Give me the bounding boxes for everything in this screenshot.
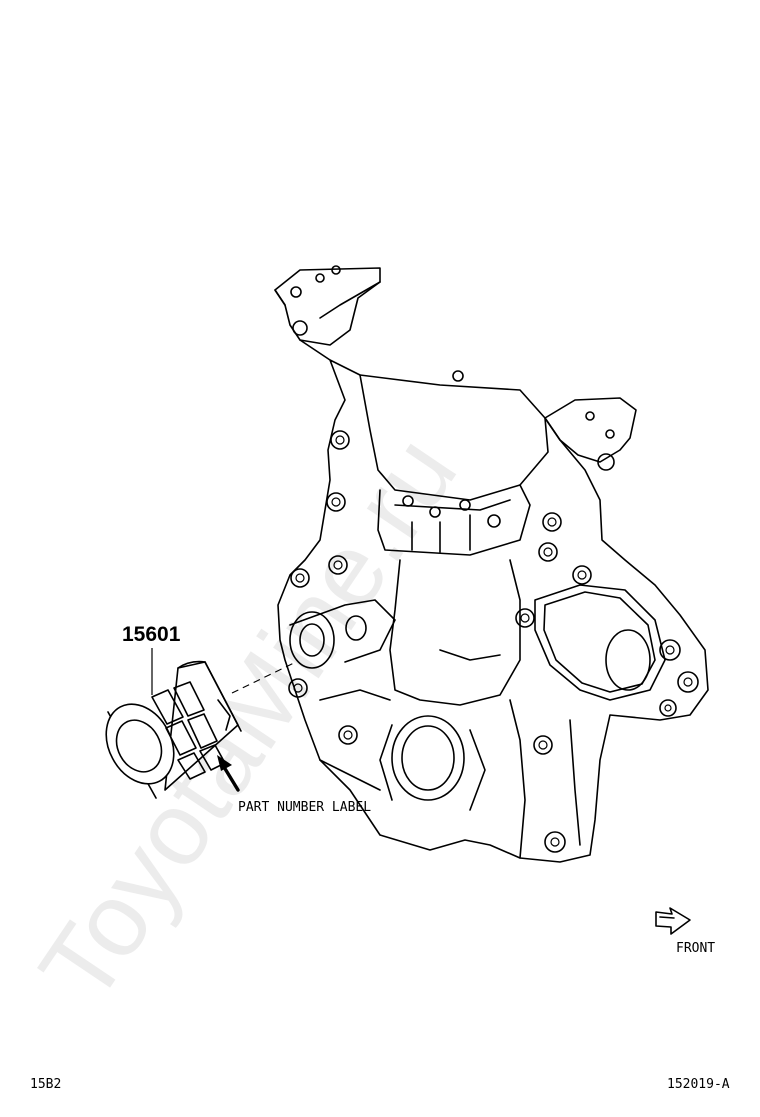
front-direction-arrow-icon [655,907,691,935]
oil-filter-icon [105,660,242,799]
timing-chain-cover-icon [274,265,709,863]
part-number-15601[interactable]: 15601 [122,623,181,646]
figure-id: 152019-A [667,1077,730,1092]
pointer-arrow-icon [217,755,240,792]
part-number-label-callout: PART NUMBER LABEL [238,800,371,815]
watermark-text: ToyotaMine.ru [18,416,479,1022]
front-label: FRONT [676,941,715,956]
page-code: 15B2 [30,1077,61,1092]
